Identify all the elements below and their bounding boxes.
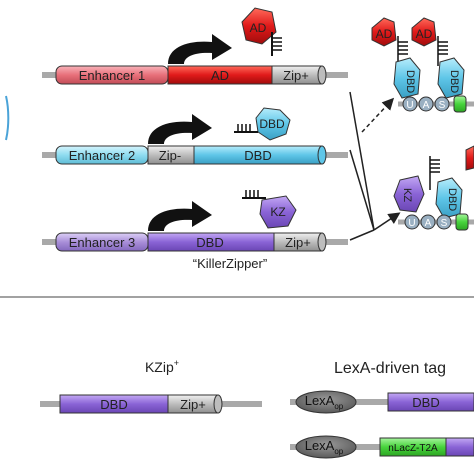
lexa-dbd-segment	[387, 392, 474, 412]
enhancer-2-label: Enhancer 2	[69, 148, 136, 163]
arrow-line	[349, 229, 375, 241]
zipper-lines	[429, 156, 440, 190]
dbd-protein-shape	[255, 107, 291, 141]
dashed-arrow-icon	[361, 97, 395, 133]
uas-site-a-label: A	[423, 100, 430, 111]
ad-right-label: AD	[416, 27, 433, 41]
dbd-right-shape	[437, 57, 465, 99]
uas-site-s-label: S	[441, 218, 448, 229]
ad-right-shape	[411, 17, 437, 47]
uas-site-s	[434, 96, 450, 112]
promoter-arrow-icon	[148, 114, 212, 144]
lexa-op-label-2: LexAop	[305, 438, 344, 456]
promoter-arrow-icon	[148, 201, 212, 231]
kz-protein-label: KZ	[270, 205, 285, 219]
construct-row-2: Enhancer 2 Zip- DBD DBD	[42, 107, 348, 165]
ad-protein: AD	[241, 7, 282, 56]
uas-site-s	[436, 214, 452, 230]
lexa-title: LexA-driven tag	[334, 360, 446, 377]
zipper-lines	[397, 36, 448, 66]
kzip-title: KZip+	[145, 358, 179, 375]
ad-protein-label: AD	[250, 21, 267, 35]
segment-end-cap	[317, 65, 327, 85]
dbd-protein: DBD	[234, 107, 291, 141]
promoter-arrow-icon	[168, 34, 232, 64]
arrow-line	[349, 149, 375, 231]
uas-site-u-label: U	[406, 100, 413, 111]
uas-site-a-label: A	[425, 218, 432, 229]
dbd-purple-label: DBD	[196, 235, 223, 250]
complex-top: AD AD DBD DBD U A S	[371, 17, 474, 113]
lexa-op-promoter-1	[295, 390, 357, 414]
kzip-construct: KZip+ DBD Zip+	[40, 358, 262, 414]
lexa-op-promoter-2	[295, 435, 357, 459]
ad-segment-label: AD	[211, 68, 229, 83]
converging-arrows	[349, 91, 401, 241]
arrow-line	[349, 91, 375, 231]
complex-bottom: KZ DBD U A S	[393, 145, 474, 231]
dbd-protein-label: DBD	[259, 117, 285, 131]
nlacz-t2a-label: nLacZ-T2A	[388, 443, 438, 454]
segment-end-cap	[213, 394, 223, 414]
uas-site-a	[420, 214, 436, 230]
zip-minus-label: Zip-	[159, 148, 181, 163]
construct-row-3: Enhancer 3 DBD Zip+ KZ “KillerZipper”	[42, 190, 348, 271]
ad-partial-shape	[465, 145, 474, 171]
reporter-green-box	[453, 95, 467, 113]
kzip-dbd-label: DBD	[100, 397, 127, 412]
ad-left-shape	[371, 17, 397, 47]
zip-plus-label: Zip+	[283, 68, 309, 83]
dbd-segment-label: DBD	[244, 148, 271, 163]
enhancer-1-label: Enhancer 1	[79, 68, 146, 83]
uas-site-s-label: S	[439, 100, 446, 111]
kz-protein: KZ	[242, 190, 297, 229]
zip-plus-label: Zip+	[285, 235, 311, 250]
construct-row-1: Enhancer 1 AD Zip+ AD	[42, 7, 348, 85]
partial-circle-icon	[5, 95, 10, 141]
segment-end-cap	[317, 232, 327, 252]
enhancer-3-label: Enhancer 3	[69, 235, 136, 250]
kz-protein-shape	[259, 195, 297, 229]
lexa-constructs: LexA-driven tag LexAop DBD LexAop nLacZ-…	[290, 360, 474, 459]
kz-complex-label: KZ	[401, 188, 413, 202]
uas-site-a	[418, 96, 434, 112]
solid-arrow-icon	[373, 212, 401, 231]
lexa-dbd-partial-segment	[445, 437, 474, 457]
dbd-left-label: DBD	[404, 70, 416, 93]
uas-site-u	[404, 214, 420, 230]
uas-site-u	[402, 96, 418, 112]
dbd-right-label: DBD	[448, 70, 460, 93]
uas-site-u-label: U	[408, 218, 415, 229]
segment-end-cap	[317, 145, 327, 165]
killerzipper-label: “KillerZipper”	[193, 256, 267, 271]
dbd-left-shape	[393, 57, 421, 99]
ad-protein-shape	[241, 7, 277, 45]
kz-complex-shape	[393, 175, 425, 213]
kzip-zip-label: Zip+	[180, 397, 206, 412]
lexa-op-label-1: LexAop	[305, 393, 344, 411]
reporter-green-box	[455, 213, 469, 231]
lexa-dbd-label: DBD	[412, 395, 439, 410]
ad-left-label: AD	[376, 27, 393, 41]
dbd-complex-label: DBD	[446, 188, 458, 211]
